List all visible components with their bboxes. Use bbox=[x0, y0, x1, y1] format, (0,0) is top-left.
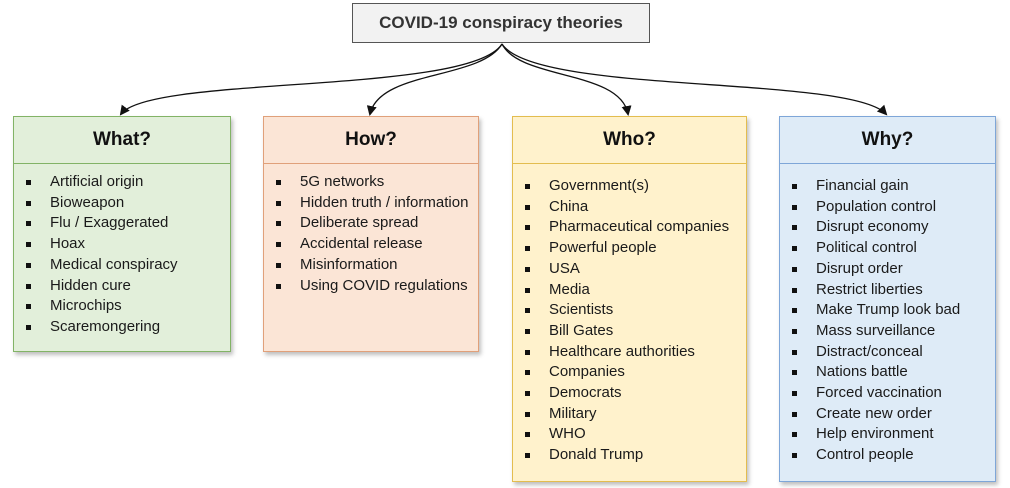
list-item: Hidden cure bbox=[14, 276, 230, 297]
list-item: Political control bbox=[780, 238, 995, 259]
list-item: Population control bbox=[780, 197, 995, 218]
list-item: Disrupt order bbox=[780, 259, 995, 280]
list-item: Healthcare authorities bbox=[513, 342, 746, 363]
arrow-to-why bbox=[501, 43, 888, 116]
arrow-to-who bbox=[501, 43, 632, 116]
list-item: Disrupt economy bbox=[780, 217, 995, 238]
diagram-title: COVID-19 conspiracy theories bbox=[352, 3, 650, 43]
list-item: Media bbox=[513, 280, 746, 301]
list-item: Deliberate spread bbox=[264, 213, 478, 234]
list-item: Scientists bbox=[513, 300, 746, 321]
list-item: Government(s) bbox=[513, 176, 746, 197]
list-item: Using COVID regulations bbox=[264, 276, 478, 297]
category-heading: Who? bbox=[513, 117, 746, 164]
list-item: 5G networks bbox=[264, 172, 478, 193]
list-item: Bill Gates bbox=[513, 321, 746, 342]
list-item: Bioweapon bbox=[14, 193, 230, 214]
list-item: Flu / Exaggerated bbox=[14, 213, 230, 234]
list-item: Accidental release bbox=[264, 234, 478, 255]
list-item: Donald Trump bbox=[513, 445, 746, 466]
list-item: Microchips bbox=[14, 296, 230, 317]
list-item: Artificial origin bbox=[14, 172, 230, 193]
list-item: Make Trump look bad bbox=[780, 300, 995, 321]
list-item: Companies bbox=[513, 362, 746, 383]
list-item: China bbox=[513, 197, 746, 218]
list-item: WHO bbox=[513, 424, 746, 445]
list-item: Misinformation bbox=[264, 255, 478, 276]
list-item: Hidden truth / information bbox=[264, 193, 478, 214]
list-item: Democrats bbox=[513, 383, 746, 404]
list-item: Pharmaceutical companies bbox=[513, 217, 746, 238]
list-item: Powerful people bbox=[513, 238, 746, 259]
list-item: Distract/conceal bbox=[780, 342, 995, 363]
category-heading: What? bbox=[14, 117, 230, 164]
arrow-to-how bbox=[366, 43, 503, 116]
list-item: Forced vaccination bbox=[780, 383, 995, 404]
list-item: Create new order bbox=[780, 404, 995, 425]
list-item: USA bbox=[513, 259, 746, 280]
list-item: Financial gain bbox=[780, 176, 995, 197]
list-item: Medical conspiracy bbox=[14, 255, 230, 276]
list-item: Military bbox=[513, 404, 746, 425]
category-heading: How? bbox=[264, 117, 478, 164]
list-item: Nations battle bbox=[780, 362, 995, 383]
list-item: Mass surveillance bbox=[780, 321, 995, 342]
list-item: Help environment bbox=[780, 424, 995, 445]
list-item: Scaremongering bbox=[14, 317, 230, 338]
arrow-to-what bbox=[119, 43, 503, 116]
category-heading: Why? bbox=[780, 117, 995, 164]
list-item: Hoax bbox=[14, 234, 230, 255]
list-item: Control people bbox=[780, 445, 995, 466]
list-item: Restrict liberties bbox=[780, 280, 995, 301]
